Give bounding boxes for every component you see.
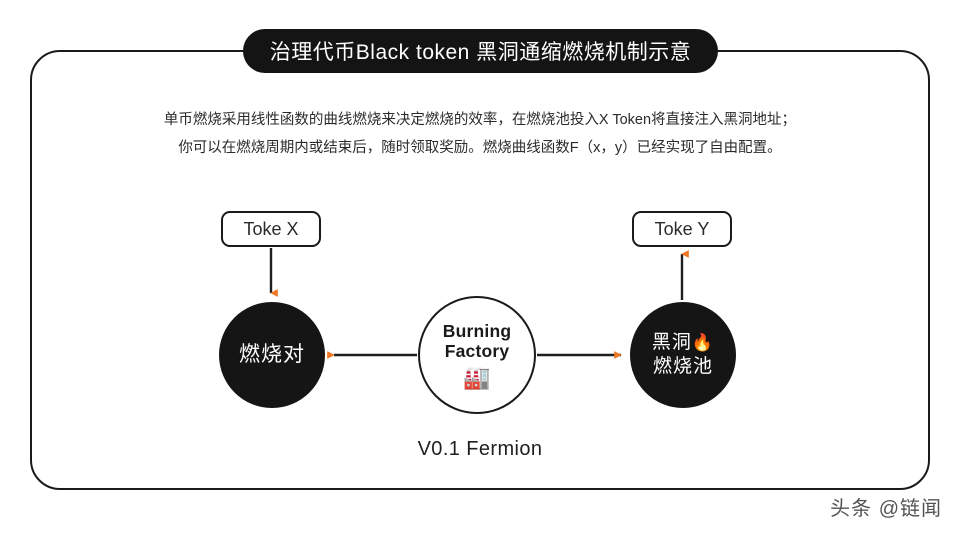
page-title: 治理代币Black token 黑洞通缩燃烧机制示意 xyxy=(269,41,692,64)
blackhole-label-text: 黑洞 xyxy=(651,331,692,353)
title-pill: 治理代币Black token 黑洞通缩燃烧机制示意 xyxy=(243,29,718,73)
blackhole-label-line-1: 黑洞🔥 xyxy=(652,331,714,355)
description-line-1: 单币燃烧采用线性函数的曲线燃烧来决定燃烧的效率，在燃烧池投入X Token将直接… xyxy=(163,112,797,128)
token-y-box[interactable]: Toke Y xyxy=(632,211,732,247)
description-line-2: 你可以在燃烧周期内或结束后，随时领取奖励。燃烧曲线函数F（x，y）已经实现了自由… xyxy=(178,140,782,156)
token-x-label: Toke X xyxy=(243,218,299,239)
blackhole-pool-node[interactable]: 黑洞🔥 燃烧池 xyxy=(630,302,736,408)
burn-pair-label: 燃烧对 xyxy=(239,342,305,366)
factory-label-line-2: Factory xyxy=(444,341,510,361)
token-y-label: Toke Y xyxy=(654,218,710,239)
fire-icon: 🔥 xyxy=(691,332,715,352)
watermark: 头条 @链闻 xyxy=(830,498,942,520)
token-x-box[interactable]: Toke X xyxy=(221,211,321,247)
description-text: 单币燃烧采用线性函数的曲线燃烧来决定燃烧的效率，在燃烧池投入X Token将直接… xyxy=(130,106,830,162)
blackhole-label-line-2: 燃烧池 xyxy=(652,356,713,377)
burning-factory-node[interactable]: Burning Factory 🏭 xyxy=(418,296,536,414)
factory-icon: 🏭 xyxy=(463,365,491,390)
burn-pair-node[interactable]: 燃烧对 xyxy=(219,302,325,408)
factory-label-line-1: Burning xyxy=(442,321,512,341)
version-caption: V0.1 Fermion xyxy=(417,438,543,460)
